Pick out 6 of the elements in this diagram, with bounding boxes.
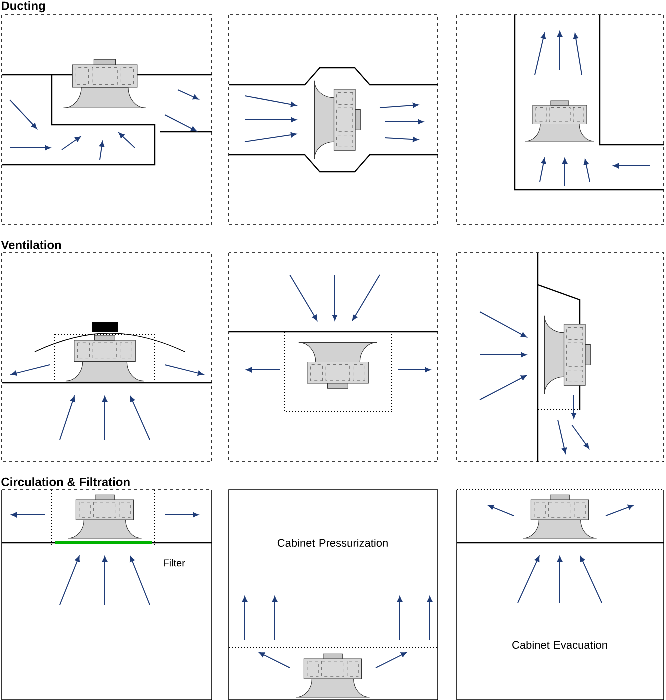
section-heading: Ducting [2, 1, 46, 13]
caption-text: Cabinet Evacuation [512, 640, 608, 650]
section-heading: Circulation & Filtration [2, 478, 130, 486]
caption-text: Cabinet Pressurization [278, 538, 388, 548]
section-heading: Ventilation [1, 240, 62, 250]
filter-label: Filter [164, 559, 186, 567]
